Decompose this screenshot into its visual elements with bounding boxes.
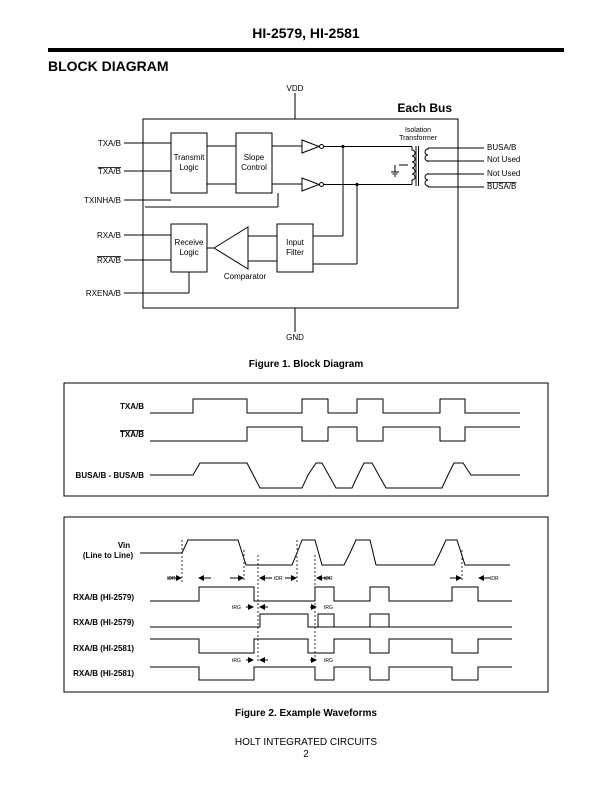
isolation-label: Isolation (405, 127, 431, 134)
pin-rxa-bar: RXA/B (97, 256, 121, 265)
tx-label-txa: TXA/B (120, 402, 144, 411)
trg-label-1: tRG (232, 605, 241, 611)
txa-bar-waveform (150, 426, 520, 442)
rxa-bar-2581-waveform (150, 666, 512, 681)
tdr-label-2: tDR (274, 576, 283, 582)
rx-waveforms: Vin (Line to Line) tDR tDR tDR tDR RXA/B… (63, 516, 549, 693)
footer-company: HOLT INTEGRATED CIRCUITS (234, 737, 378, 748)
each-bus-label: Each Bus (397, 101, 452, 115)
transmit-logic-label-2: Logic (179, 163, 198, 172)
bus-diff-waveform (150, 462, 520, 489)
driver-top-icon (301, 139, 321, 154)
gnd-label: GND (286, 333, 304, 342)
rx-waveform-box (63, 516, 549, 693)
transmit-logic-label-1: Transmit (174, 153, 206, 162)
pin-rxena: RXENA/B (86, 289, 121, 298)
transmit-logic-block (170, 132, 208, 194)
block-diagram: VDD GND Each Bus Transmit Logic Slope Co… (84, 84, 520, 342)
out-busa: BUSA/B (487, 143, 516, 152)
rxa-2579-waveform (150, 586, 512, 602)
driver-bottom-icon (301, 177, 321, 192)
footer-page-number: 2 (303, 749, 309, 760)
input-filter-label-2: Filter (286, 248, 304, 257)
tx-label-txa-bar: TXA/B (120, 430, 144, 439)
receive-logic-label-2: Logic (179, 248, 198, 257)
header-rule (48, 48, 564, 52)
vin-sublabel: (Line to Line) (83, 551, 134, 560)
pin-txinha: TXINHA/B (84, 196, 121, 205)
input-filter-block (276, 223, 314, 273)
out-not-used-1: Not Used (487, 155, 520, 164)
txa-waveform (150, 398, 520, 414)
rx-label-2579: RXA/B (HI-2579) (73, 593, 134, 602)
out-busa-bar: BUSA/B (487, 182, 516, 191)
pin-rxa: RXA/B (97, 231, 121, 240)
receive-logic-label-1: Receive (175, 238, 204, 247)
rx-label-2579-bar: RXA/B (HI-2579) (73, 618, 134, 627)
tx-waveform-box (63, 382, 549, 497)
rxa-bar-2579-pulses (308, 613, 400, 628)
isolation-transformer-symbol (391, 146, 484, 188)
figure-2-caption: Figure 2. Example Waveforms (235, 708, 377, 719)
input-filter-label-1: Input (286, 238, 305, 247)
trg-label-3: tRG (232, 658, 241, 664)
trg-label-2: tRG (324, 605, 333, 611)
page-header-title: HI-2579, HI-2581 (252, 25, 360, 41)
vin-waveform (140, 539, 510, 566)
tdr-label-3: tDR (324, 576, 333, 582)
rx-label-2581-bar: RXA/B (HI-2581) (73, 669, 134, 678)
chip-outline (142, 118, 459, 309)
pin-txa: TXA/B (98, 139, 121, 148)
rxa-bar-2579-waveform (150, 613, 512, 628)
rx-label-2581: RXA/B (HI-2581) (73, 644, 134, 653)
slope-control-label-1: Slope (244, 153, 265, 162)
transformer-label: Transformer (399, 135, 438, 142)
tx-label-bus: BUSA/B - BUSA/B (76, 471, 145, 480)
comparator-symbol (213, 226, 249, 270)
section-title: BLOCK DIAGRAM (48, 58, 169, 74)
rxa-2581-waveform (150, 638, 512, 654)
vdd-label: VDD (287, 84, 304, 93)
tx-waveforms: TXA/B TXA/B BUSA/B - BUSA/B (63, 382, 549, 497)
comparator-label: Comparator (224, 272, 267, 281)
trg-label-4: tRG (324, 658, 333, 664)
out-not-used-2: Not Used (487, 169, 520, 178)
vin-label: Vin (118, 541, 130, 550)
tdr-label-4: tDR (490, 576, 499, 582)
figure-1-caption: Figure 1. Block Diagram (248, 359, 364, 370)
slope-control-label-2: Control (241, 163, 267, 172)
pin-txa-bar: TXA/B (98, 167, 121, 176)
slope-control-block (235, 132, 273, 194)
tdr-label-1: tDR (167, 576, 176, 582)
